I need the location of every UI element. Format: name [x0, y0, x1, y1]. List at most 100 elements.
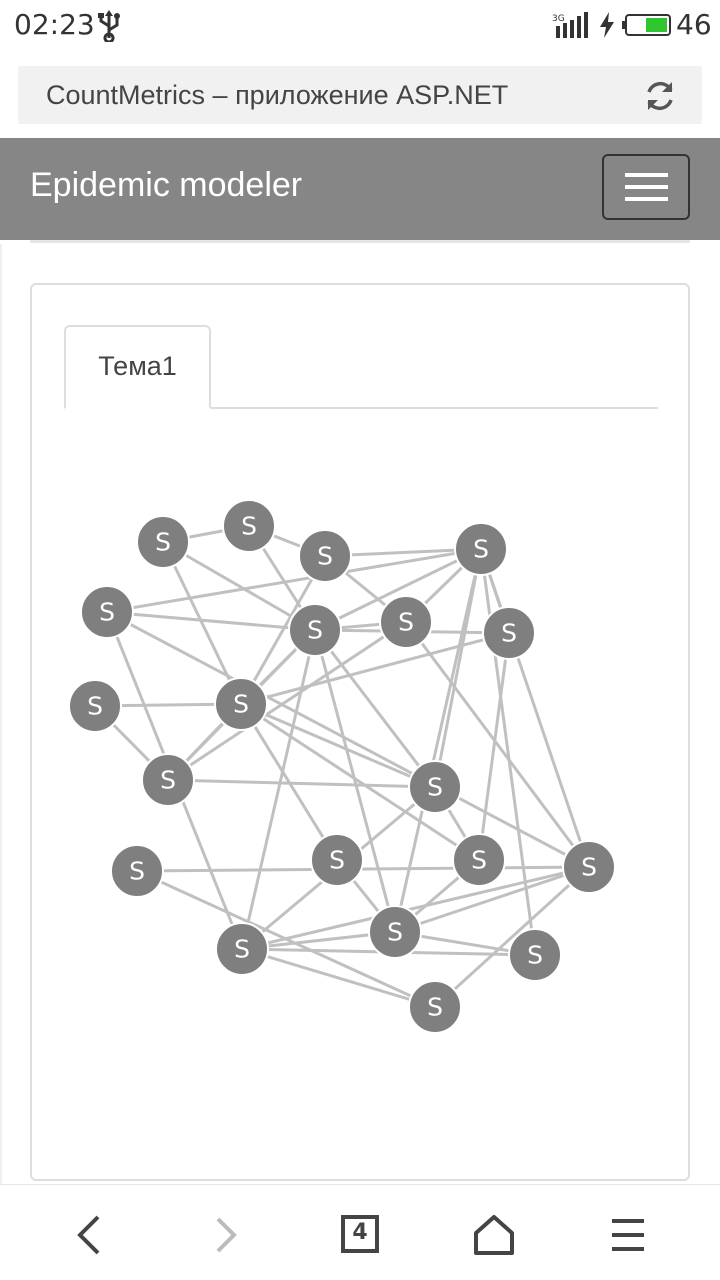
- graph-node-circle: [141, 753, 195, 807]
- graph-edge: [240, 702, 480, 862]
- graph-edge: [433, 865, 591, 1009]
- graph-node-circle: [310, 833, 364, 887]
- graph-node-label: S: [317, 542, 333, 571]
- graph-node-circle: [408, 980, 462, 1034]
- graph-node[interactable]: S: [452, 833, 506, 887]
- status-time: 02:23: [14, 8, 95, 41]
- graph-node[interactable]: S: [136, 515, 190, 569]
- graph-node-label: S: [527, 941, 543, 970]
- graph-node-circle: [215, 922, 269, 976]
- graph-node-circle: [288, 603, 342, 657]
- navbar-divider: [30, 240, 690, 243]
- page-title[interactable]: CountMetrics – приложение ASP.NET: [46, 80, 509, 110]
- network-type-label: 3G: [552, 14, 565, 24]
- navbar: Epidemic modeler: [0, 138, 720, 240]
- graph-node-label: S: [155, 528, 171, 557]
- graph-node[interactable]: S: [379, 595, 433, 649]
- graph-edge: [313, 629, 437, 788]
- graph-edge: [106, 547, 482, 614]
- graph-node-circle: [136, 515, 190, 569]
- graph-node-circle: [110, 844, 164, 898]
- usb-icon: [98, 10, 120, 42]
- graph-node[interactable]: S: [368, 905, 422, 959]
- graph-node-label: S: [581, 853, 597, 882]
- graph-node-label: S: [471, 846, 487, 875]
- reload-icon[interactable]: [642, 78, 678, 114]
- graph-node-circle: [214, 677, 268, 731]
- graph-node[interactable]: S: [222, 499, 276, 553]
- graph-node-circle: [482, 606, 536, 660]
- graph-node[interactable]: S: [508, 928, 562, 982]
- battery-level: 46: [676, 8, 712, 41]
- signal-icon: 3G: [552, 12, 588, 38]
- graph-node-label: S: [160, 766, 176, 795]
- graph-node-label: S: [99, 598, 115, 627]
- graph-node[interactable]: S: [454, 522, 508, 576]
- content-edge: [0, 244, 2, 1184]
- graph-node-label: S: [241, 512, 257, 541]
- graph-node-circle: [379, 595, 433, 649]
- graph-node-circle: [562, 840, 616, 894]
- graph-node-circle: [368, 905, 422, 959]
- forward-icon[interactable]: [196, 1209, 256, 1261]
- graph-node-label: S: [129, 857, 145, 886]
- graph-node[interactable]: S: [214, 677, 268, 731]
- graph-node-label: S: [387, 918, 403, 947]
- graph-node[interactable]: S: [80, 585, 134, 639]
- graph-node[interactable]: S: [562, 840, 616, 894]
- graph-node-label: S: [87, 692, 103, 721]
- graph-edge: [241, 865, 590, 951]
- graph-node-label: S: [501, 619, 517, 648]
- graph-node[interactable]: S: [288, 603, 342, 657]
- graph-edge: [240, 631, 510, 706]
- graph-node[interactable]: S: [110, 844, 164, 898]
- content-panel: Тема1 S S S S S S S S S S S S S S S S S S S S: [30, 283, 690, 1181]
- graph-edge: [314, 547, 482, 632]
- graph-node-label: S: [234, 935, 250, 964]
- graph-node-label: S: [329, 846, 345, 875]
- graph-node-label: S: [307, 616, 323, 645]
- navbar-brand[interactable]: Epidemic modeler: [30, 166, 303, 204]
- tab-label: Тема1: [98, 351, 177, 381]
- graph-edge: [404, 621, 591, 868]
- graph-edge: [167, 778, 436, 789]
- menu-icon[interactable]: [598, 1209, 658, 1261]
- graph-edge: [136, 865, 590, 873]
- graph-node[interactable]: S: [482, 606, 536, 660]
- address-bar[interactable]: CountMetrics – приложение ASP.NET: [18, 66, 702, 124]
- home-icon[interactable]: [464, 1209, 524, 1261]
- graph-edge: [136, 869, 436, 1009]
- graph-edge: [394, 865, 590, 934]
- graph-node-circle: [298, 529, 352, 583]
- graph-node[interactable]: S: [408, 760, 462, 814]
- tabs-icon: [341, 1215, 379, 1253]
- graph-edge: [240, 629, 317, 950]
- graph-edge: [106, 610, 316, 632]
- graph-node-circle: [80, 585, 134, 639]
- graph-node-circle: [222, 499, 276, 553]
- tabs-button[interactable]: 4: [330, 1209, 390, 1261]
- graph-node-circle: [68, 679, 122, 733]
- back-icon[interactable]: [60, 1209, 120, 1261]
- hamburger-menu-icon: [625, 173, 668, 201]
- status-bar: 02:23 3G 46: [0, 0, 720, 52]
- graph-node-label: S: [398, 608, 414, 637]
- graph-node[interactable]: S: [141, 753, 195, 807]
- graph-node-circle: [454, 522, 508, 576]
- graph-node[interactable]: S: [298, 529, 352, 583]
- graph-edge: [167, 620, 407, 782]
- tabs-count: 4: [352, 1220, 368, 1245]
- graph-node-circle: [408, 760, 462, 814]
- graph-edge: [106, 610, 590, 869]
- graph-node-label: S: [427, 773, 443, 802]
- graph-edge: [241, 947, 436, 1009]
- graph-node[interactable]: S: [215, 922, 269, 976]
- charging-icon: [600, 12, 614, 38]
- graph-node[interactable]: S: [68, 679, 122, 733]
- navbar-toggle-button[interactable]: [602, 154, 690, 220]
- graph-edge: [477, 632, 511, 861]
- tab-tema1[interactable]: Тема1: [64, 325, 211, 409]
- battery-icon: [622, 14, 671, 36]
- graph-node[interactable]: S: [310, 833, 364, 887]
- graph-node[interactable]: S: [408, 980, 462, 1034]
